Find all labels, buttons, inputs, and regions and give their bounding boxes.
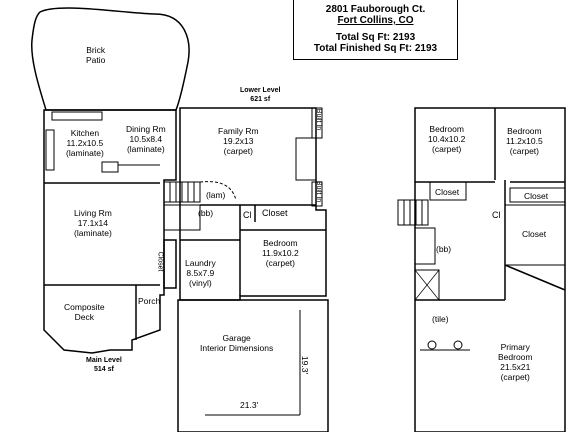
upper-closet-1-label: Closet bbox=[435, 187, 460, 197]
patio-outline bbox=[31, 7, 190, 111]
title-box: 2801 Fauborough Ct. Fort Collins, CO Tot… bbox=[293, 0, 458, 60]
upper-bb-label: (bb) bbox=[436, 244, 452, 254]
built-in-top-label: Built In bbox=[315, 108, 323, 131]
tile-label: (tile) bbox=[432, 314, 449, 324]
garage-outline bbox=[177, 299, 329, 432]
city: Fort Collins, CO bbox=[337, 15, 414, 26]
main-closet-label: Closet bbox=[156, 251, 164, 272]
lower-closet-label: Closet bbox=[262, 208, 288, 218]
cl-label: Cl bbox=[243, 210, 252, 220]
total-finished-sqft: Total Finished Sq Ft: 2193 bbox=[313, 43, 438, 54]
upper-cl-label: Cl bbox=[492, 210, 501, 220]
upper-closet-3-label: Closet bbox=[522, 229, 547, 239]
garage-width-label: 21.3' bbox=[240, 400, 259, 410]
upper-level-outline bbox=[414, 107, 566, 432]
upper-closet-2-label: Closet bbox=[524, 191, 549, 201]
garage-depth-label: 19.3' bbox=[300, 355, 311, 375]
address: 2801 Fauborough Ct. bbox=[325, 4, 426, 15]
porch-label: Porch bbox=[138, 296, 161, 306]
bb-label: (bb) bbox=[198, 208, 214, 218]
lam-label: (lam) bbox=[206, 190, 226, 200]
main-level-outline bbox=[43, 109, 177, 354]
built-in-bottom-label: Built In bbox=[315, 180, 323, 203]
total-sqft: Total Sq Ft: 2193 bbox=[335, 32, 416, 43]
